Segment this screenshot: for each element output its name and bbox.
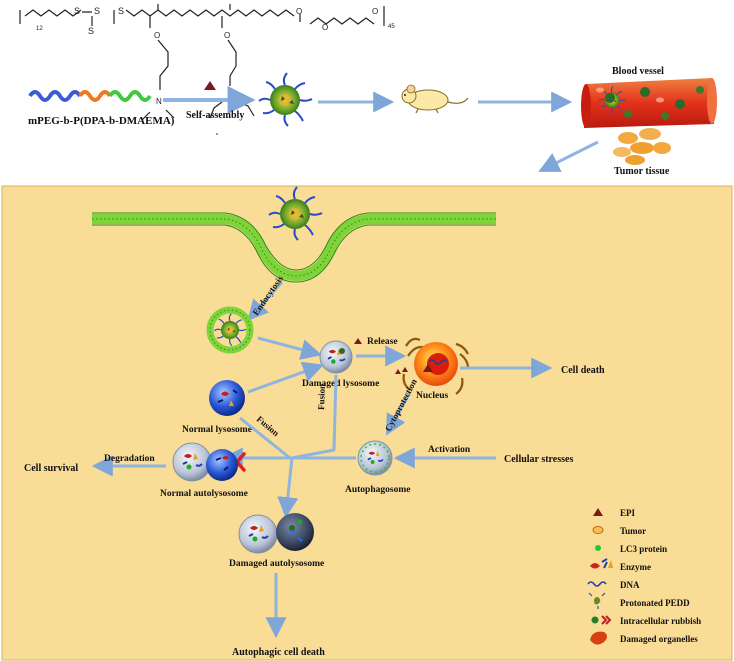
formula-subscript: 45 (388, 24, 395, 30)
damaged-lysosome-label: Damaged lysosome (302, 379, 379, 389)
legend-label: Enzyme (620, 562, 651, 572)
legend-lc3-protein-icon (595, 545, 601, 551)
dot-mark (216, 133, 218, 135)
svg-text:S: S (94, 6, 100, 16)
cytoprotection-arrow (385, 391, 412, 436)
svg-text:12: 12 (36, 26, 43, 32)
legend-label: DNA (620, 580, 640, 590)
svg-text:N: N (156, 97, 162, 106)
autophagosome-label: Autophagosome (345, 485, 410, 495)
degradation-label: Degradation (104, 454, 155, 464)
epi-triangle-icon (204, 81, 216, 90)
svg-text:O: O (296, 7, 302, 16)
svg-text:S: S (118, 6, 124, 16)
legend-label: Damaged organelles (620, 634, 698, 644)
normal-autolysosome-graphic (172, 442, 238, 482)
legend: EPI Tumor LC3 protein Enzyme DNA Protona… (587, 508, 701, 645)
normal-lysosome-label: Normal lysosome (182, 425, 252, 435)
legend-damaged-organelles-icon (590, 631, 607, 645)
svg-text:O: O (224, 31, 230, 40)
damaged-autolysosome-label: Damaged autolysosome (229, 559, 324, 569)
endocytosis-arrow (247, 281, 284, 322)
blood-vessel-label: Blood vessel (612, 66, 664, 77)
release-label: Release (367, 337, 398, 347)
normal-lysosome-graphic (209, 380, 245, 416)
legend-tumor-icon (592, 526, 604, 534)
cell-membrane (92, 212, 496, 283)
cell-death-label: Cell death (561, 365, 605, 376)
epi-triangle-icon (395, 369, 401, 374)
self-assembly-label: Self-assembly (186, 110, 244, 121)
svg-text:O: O (322, 23, 328, 32)
normal-to-damaged-arrow (247, 361, 324, 394)
epi-triangle-icon (402, 367, 408, 372)
damaged-autolysosome-graphic (238, 513, 314, 554)
normal-autolysosome-label: Normal autolysosome (160, 489, 248, 499)
legend-label: Protonated PEDD (620, 598, 690, 608)
damaged-lysosome-graphic (319, 340, 353, 374)
mouse-icon (401, 84, 469, 114)
polymer-structure: 12 S S S S O O N N O O O 45 (19, 4, 395, 121)
endosome-graphic (206, 306, 254, 354)
tumor-uptake-arrow (538, 140, 599, 172)
polymer-label: mPEG-b-P(DPA-b-DMAEMA) (28, 115, 175, 127)
tumor-tissue-graphic (613, 128, 671, 165)
micelle-icon (258, 72, 313, 127)
autophagic-cell-death-label: Autophagic cell death (232, 647, 325, 658)
autophagosome-graphic (357, 440, 393, 476)
blood-vessel-graphic (581, 78, 717, 128)
legend-protonated-pedd-icon (588, 592, 606, 609)
cell-panel (1, 185, 733, 661)
svg-text:O: O (372, 7, 378, 16)
legend-intracellular-rubbish-icon (591, 615, 612, 625)
activation-label: Activation (428, 445, 471, 455)
legend-enzyme-icon (590, 558, 613, 569)
svg-text:S: S (74, 6, 80, 16)
endosome-to-lysosome-arrow (257, 336, 323, 360)
fusion-to-damaged-autolysosome-arrow (277, 457, 299, 519)
legend-label: Intracellular rubbish (620, 616, 701, 626)
fusion-left-line (239, 416, 291, 460)
legend-label: Tumor (620, 526, 646, 536)
tumor-tissue-label: Tumor tissue (614, 166, 670, 177)
polymer-chain-graphic (28, 90, 152, 102)
legend-epi-icon (593, 508, 603, 516)
svg-text:O: O (154, 31, 160, 40)
cellular-stresses-label: Cellular stresses (504, 454, 573, 465)
legend-dna-icon (587, 581, 607, 587)
fusion-right-label: Fusion (316, 384, 327, 410)
legend-label: EPI (620, 508, 636, 518)
legend-label: LC3 protein (620, 544, 667, 554)
nucleus-graphic (402, 337, 470, 395)
epi-triangle-icon (354, 338, 362, 344)
svg-text:S: S (88, 26, 94, 36)
cell-survival-label: Cell survival (24, 463, 78, 474)
nucleus-label: Nucleus (416, 391, 449, 401)
fusion-right-line (291, 374, 338, 460)
